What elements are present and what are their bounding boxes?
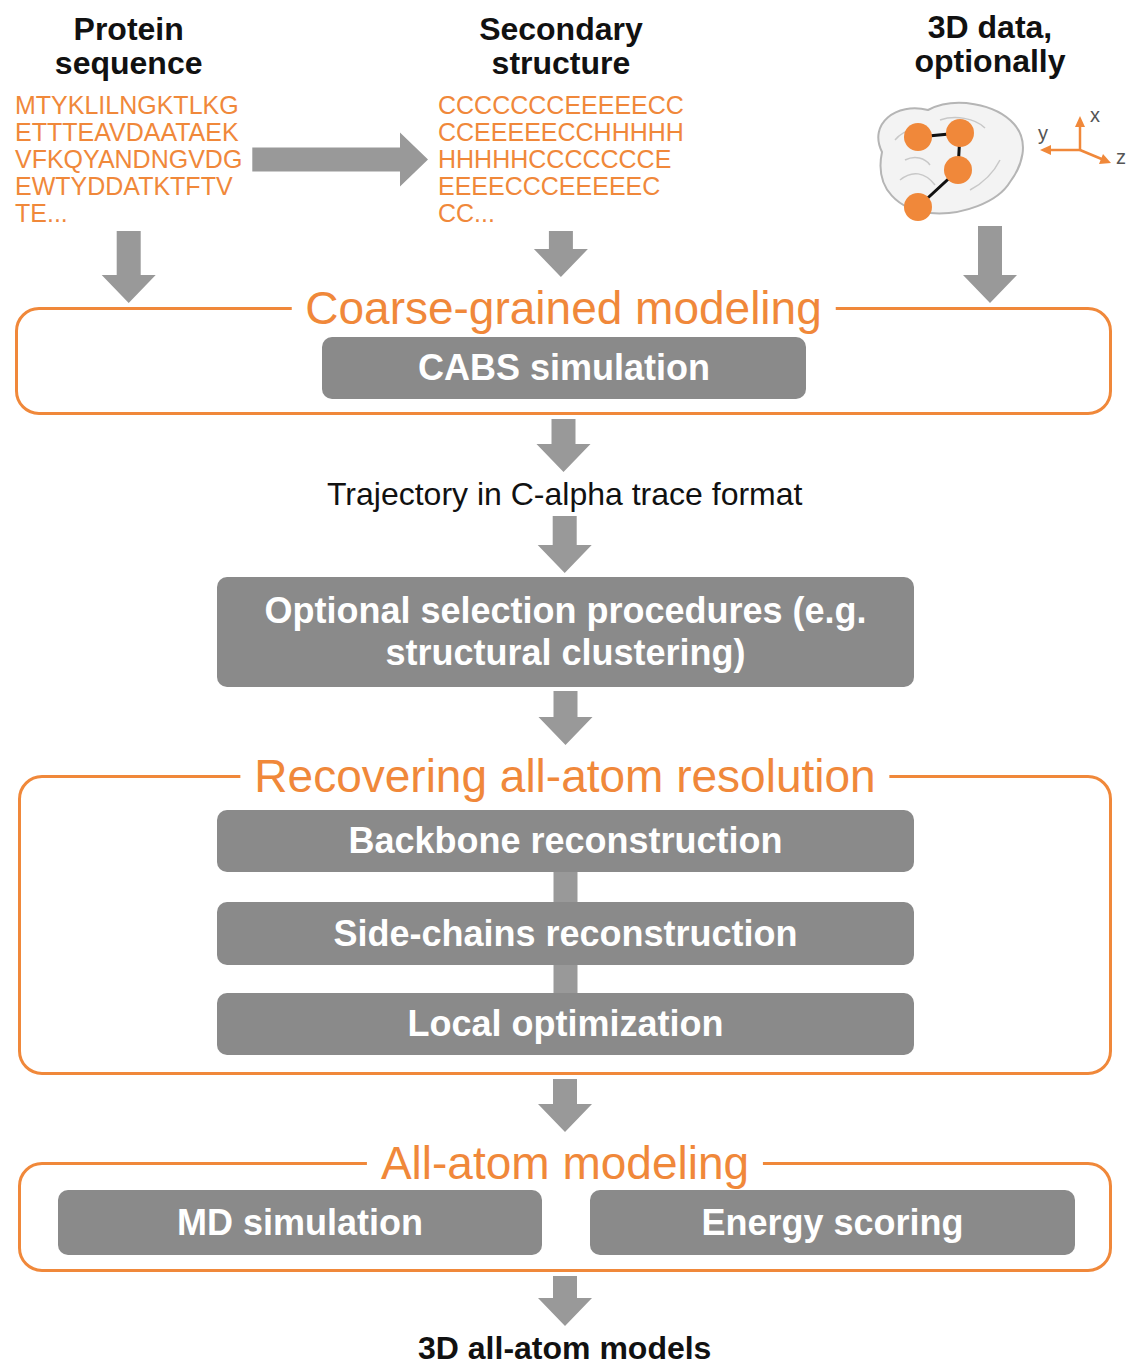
process-box: MD simulation: [58, 1190, 542, 1255]
stage-title: All-atom modeling: [367, 1136, 763, 1190]
flow-arrow: [538, 516, 592, 573]
axis-line: [1080, 150, 1104, 160]
calpha-bead: [904, 123, 932, 151]
axis-head: [1099, 154, 1111, 164]
axis-head: [1040, 145, 1051, 155]
axis-label: y: [1038, 122, 1048, 144]
sequence-text: MTYKLILNGKTLKG ETTTEAVDAATAEK VFKQYANDNG…: [15, 92, 242, 227]
column-heading: Secondary structure: [479, 12, 643, 80]
axis-line: [1079, 124, 1082, 150]
input-column: Protein sequenceMTYKLILNGKTLKG ETTTEAVDA…: [15, 12, 242, 227]
process-label: Energy scoring: [701, 1202, 963, 1244]
calpha-bead: [904, 193, 932, 221]
flow-text-node: 3D all-atom models: [418, 1330, 711, 1366]
protein-surface: [878, 103, 1023, 213]
stage-panel: Coarse-grained modelingCABS simulation: [15, 307, 1112, 415]
process-box: Energy scoring: [590, 1190, 1075, 1255]
calpha-bead: [944, 156, 972, 184]
process-box: Optional selection procedures (e.g. stru…: [217, 577, 914, 687]
connector-bar: [554, 965, 578, 993]
process-label: MD simulation: [177, 1202, 423, 1244]
flow-text: 3D all-atom models: [418, 1330, 711, 1366]
process-box: Local optimization: [217, 993, 914, 1055]
flow-arrow: [963, 226, 1017, 303]
column-heading: Protein sequence: [55, 12, 203, 80]
flow-arrow: [102, 231, 156, 303]
axis-head: [1075, 116, 1085, 127]
process-box: Side-chains reconstruction: [217, 902, 914, 965]
axis-label: x: [1090, 104, 1100, 126]
calpha-bead: [946, 119, 974, 147]
flow-arrow: [537, 419, 591, 472]
flow-arrow: [538, 1276, 592, 1326]
axis-line: [1048, 149, 1080, 152]
stage-title: Recovering all-atom resolution: [240, 749, 889, 803]
column-heading: 3D data, optionally: [895, 10, 1085, 78]
input-column: Secondary structureCCCCCCCEEEEECC CCEEEE…: [438, 12, 684, 227]
protein-surface-detail: [895, 118, 1000, 190]
process-label: Optional selection procedures (e.g. stru…: [233, 590, 898, 674]
stage-title: Coarse-grained modeling: [291, 281, 836, 335]
process-box: Backbone reconstruction: [217, 810, 914, 872]
axis-label: z: [1116, 146, 1126, 168]
sequence-text: CCCCCCCEEEEECC CCEEEEECCHHHHH HHHHHCCCCC…: [438, 92, 684, 227]
flow-arrow: [538, 1079, 592, 1132]
stage-panel: All-atom modelingMD simulationEnergy sco…: [18, 1162, 1112, 1272]
flow-arrow: [534, 231, 588, 277]
process-box: CABS simulation: [322, 337, 806, 399]
connector-bar: [554, 872, 578, 902]
process-label: Local optimization: [407, 1003, 723, 1045]
flow-text-node: Trajectory in C-alpha trace format: [327, 476, 802, 512]
stage-panel: Recovering all-atom resolutionBackbone r…: [18, 775, 1112, 1075]
process-label: CABS simulation: [418, 347, 710, 389]
process-label: Backbone reconstruction: [348, 820, 782, 862]
flow-arrow: [252, 133, 428, 187]
flow-text: Trajectory in C-alpha trace format: [327, 476, 802, 512]
process-label: Side-chains reconstruction: [333, 913, 797, 955]
input-column: 3D data, optionally: [860, 10, 1120, 222]
flow-arrow: [539, 691, 593, 745]
